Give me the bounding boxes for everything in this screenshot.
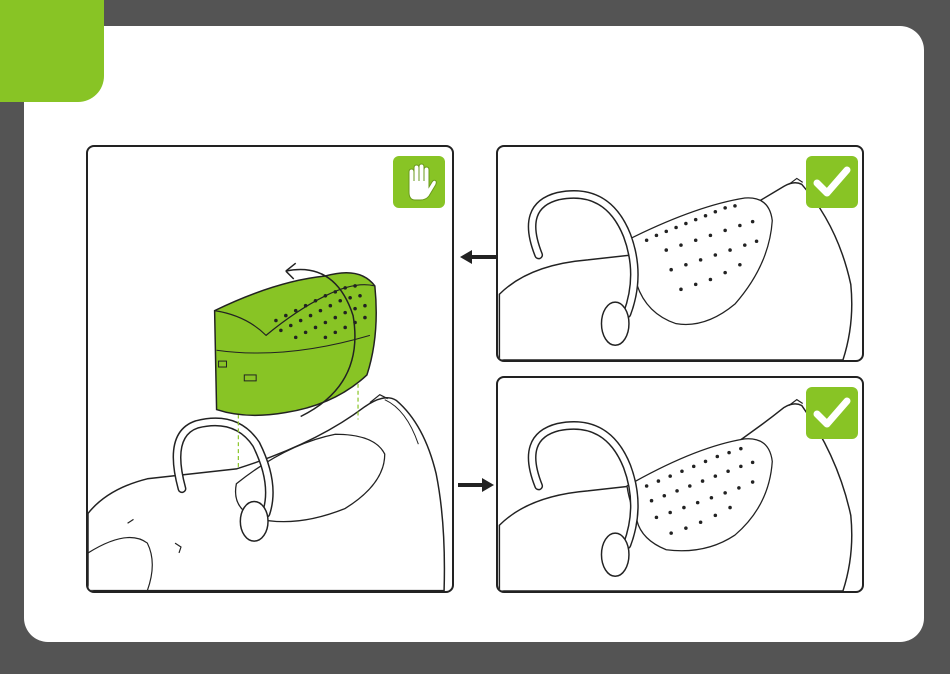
arrow-right-icon [456, 475, 496, 495]
vacuum-with-floating-cover-illustration [88, 147, 452, 591]
floating-filter-cover [215, 273, 377, 416]
checkmark-icon [806, 156, 858, 208]
stop-badge [393, 156, 445, 208]
check-badge-1 [806, 156, 858, 208]
check-badge-2 [806, 387, 858, 439]
checkmark-icon [806, 387, 858, 439]
panel-correct-placement-1 [496, 145, 864, 362]
panel-correct-placement-2 [496, 376, 864, 593]
arrow-left-icon [458, 247, 498, 267]
panel-incorrect-placement [86, 145, 454, 593]
stop-hand-icon [393, 156, 445, 208]
section-tab [0, 0, 104, 102]
